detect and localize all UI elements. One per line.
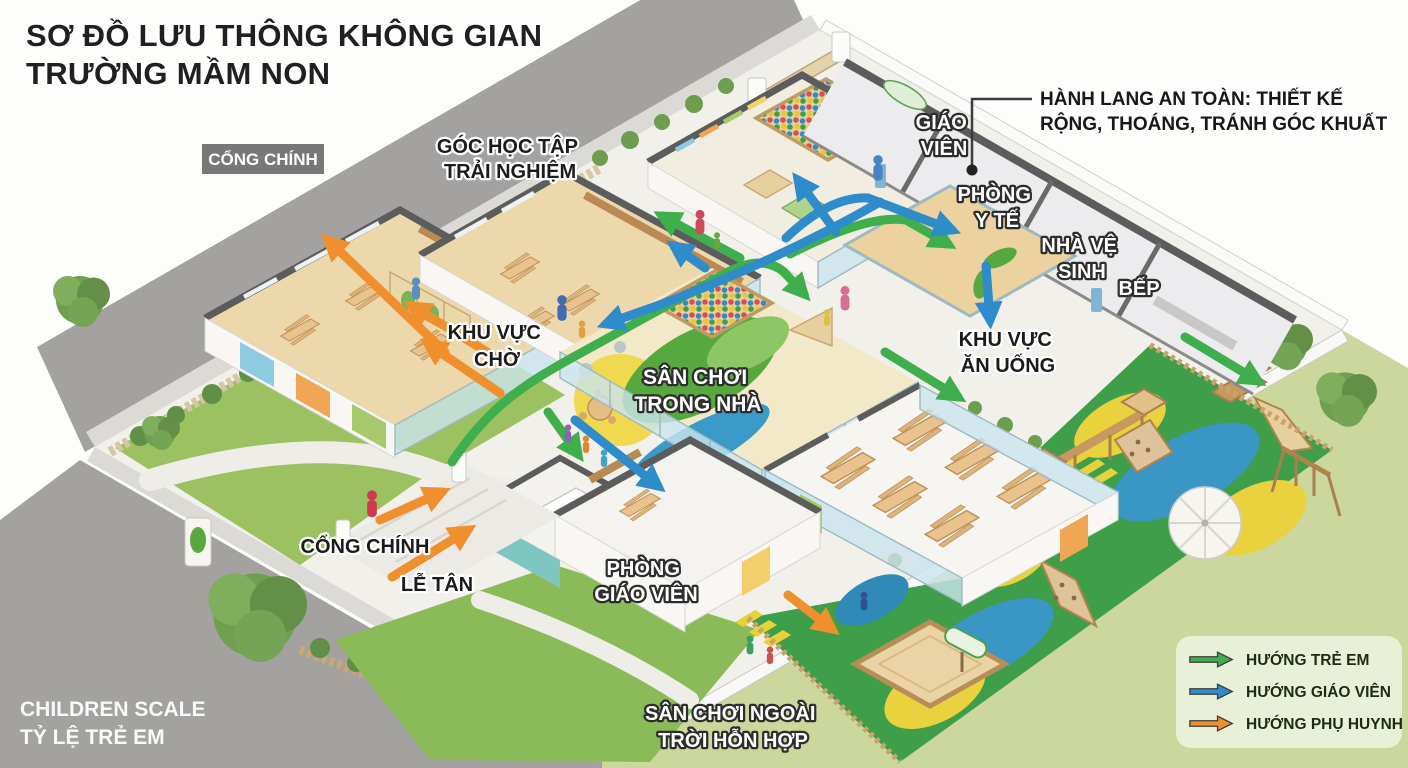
- callout-line2: RỘNG, THOÁNG, TRÁNH GÓC KHUẤT: [1040, 113, 1388, 135]
- label-le-tan: LỄ TÂN: [401, 572, 473, 596]
- parent-arrow: [783, 590, 840, 635]
- main-gate-badge: CỔNG CHÍNH: [202, 144, 324, 174]
- callout-line1: HÀNH LANG AN TOÀN: THIẾT KẾ: [1040, 88, 1343, 110]
- parent-arrow: [403, 300, 497, 360]
- children-arrow: [543, 407, 584, 462]
- annotations: SƠ ĐỒ LƯU THÔNG KHÔNG GIAN TRƯỜNG MẦM NO…: [20, 17, 1403, 754]
- children-arrow: [447, 258, 811, 467]
- legend-label-parents: HƯỚNG PHỤ HUYNH: [1246, 715, 1403, 733]
- teacher-arrow: [596, 197, 885, 332]
- teacher-arrow: [781, 193, 962, 243]
- legend-label-teachers: HƯỚNG GIÁO VIÊN: [1246, 683, 1391, 701]
- label-bep: BẾP: [1118, 277, 1159, 300]
- flow-arrows: [320, 172, 1267, 635]
- teacher-arrow: [666, 240, 710, 273]
- children-arrow: [880, 347, 967, 403]
- label-goc-hoc-tap: GÓC HỌC TẬP TRẢI NGHIỆM: [437, 134, 583, 183]
- label-phong-giao-vien: PHÒNG GIÁO VIÊN: [594, 556, 697, 606]
- children-arrow: [653, 211, 745, 263]
- page-title-line2: TRƯỜNG MẦM NON: [26, 55, 330, 91]
- safety-corridor-callout: HÀNH LANG AN TOÀN: THIẾT KẾ RỘNG, THOÁNG…: [966, 88, 1388, 176]
- callout-dot: [966, 164, 978, 176]
- umbrella: [1168, 486, 1242, 560]
- label-san-choi-ngoai: SÂN CHƠI NGOÀI TRỜI HỖN HỢP: [645, 701, 821, 752]
- sandbox: [849, 619, 1011, 709]
- label-san-choi-trong-nha: SÂN CHƠI TRONG NHÀ: [634, 365, 761, 416]
- school-sign: [184, 517, 212, 567]
- buildings: [203, 58, 1297, 633]
- legend-row-children: HƯỚNG TRẺ EM: [1189, 651, 1369, 669]
- hedge-top: [592, 78, 734, 166]
- legend-row-teachers: HƯỚNG GIÁO VIÊN: [1189, 683, 1391, 701]
- teacher-arrow: [974, 261, 1003, 330]
- label-cong-chinh-gate: CỔNG CHÍNH: [301, 534, 430, 558]
- room-dining: [763, 382, 1119, 607]
- label-phong-y-te: PHÒNG Y TẾ: [958, 182, 1037, 232]
- label-khu-vuc-an-uong: KHU VỰC ĂN UỐNG: [959, 329, 1058, 377]
- wall-northeast: [819, 19, 1349, 331]
- legend-row-parents: HƯỚNG PHỤ HUYNH: [1189, 715, 1403, 733]
- children-scale-line2: TỶ LỆ TRẺ EM: [20, 725, 165, 749]
- label-nha-ve-sinh: NHÀ VỆ SINH: [1041, 233, 1122, 283]
- label-khu-vuc-cho: KHU VỰC CHỜ: [448, 322, 547, 371]
- playground-fence-bottom: [745, 615, 903, 765]
- label-giao-vien: GIÁO VIÊN: [916, 111, 973, 160]
- teacher-arrow: [792, 172, 841, 237]
- legend: HƯỚNG TRẺ EM HƯỚNG GIÁO VIÊN HƯỚNG PHỤ H…: [1176, 636, 1403, 748]
- playground-fence: [1148, 342, 1334, 453]
- page-title-line1: SƠ ĐỒ LƯU THÔNG KHÔNG GIAN: [26, 17, 542, 53]
- parent-arrow: [387, 524, 477, 582]
- parent-arrow: [375, 486, 451, 525]
- room-teachers: [553, 435, 822, 633]
- legend-label-children: HƯỚNG TRẺ EM: [1246, 651, 1369, 669]
- parent-arrow: [419, 338, 505, 398]
- children-scale-line1: CHILDREN SCALE: [20, 698, 206, 721]
- parent-arrow: [320, 233, 450, 357]
- children-arrow: [1180, 332, 1267, 387]
- teacher-arrow: [570, 415, 666, 493]
- main-gate-badge-label: CỔNG CHÍNH: [208, 150, 318, 169]
